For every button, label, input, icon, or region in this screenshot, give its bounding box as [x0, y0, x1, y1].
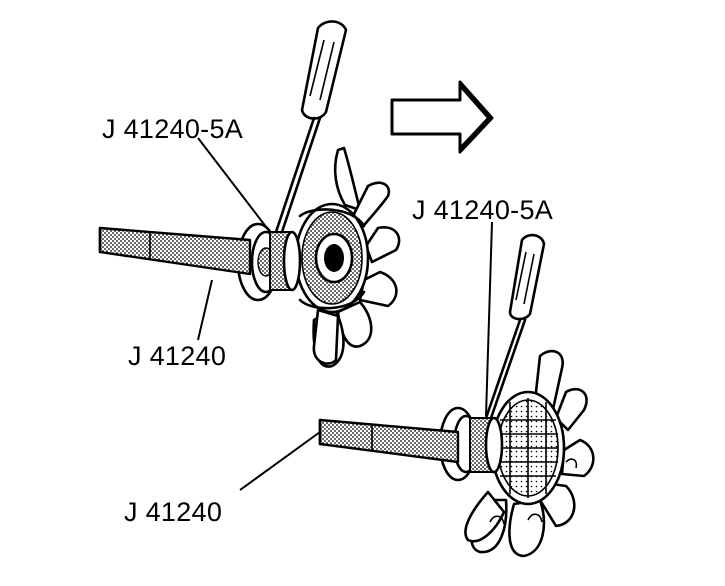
- top-assembly: [98, 20, 401, 368]
- direction-arrow-icon: [390, 80, 494, 154]
- bottom-assembly: [239, 221, 595, 558]
- label-bottom-tool: J 41240: [124, 497, 222, 527]
- bottom-clutch-hub: [490, 390, 566, 506]
- bottom-tool-leader: [239, 431, 321, 491]
- top-screwdriver: [274, 20, 348, 234]
- label-top-tool: J 41240: [128, 341, 226, 371]
- bottom-wrench-handle: [318, 418, 460, 464]
- label-bottom-adapter: J 41240-5A: [412, 195, 553, 225]
- top-adapter-leader: [197, 137, 271, 233]
- top-wrench-handle: [98, 226, 252, 276]
- top-tool-leader: [197, 279, 213, 341]
- bottom-screwdriver: [484, 233, 546, 420]
- bottom-adapter-leader: [485, 221, 493, 417]
- label-top-adapter: J 41240-5A: [102, 114, 243, 144]
- top-fan-blades: [312, 146, 401, 368]
- top-clutch-hub: [294, 202, 370, 314]
- bottom-fan-blades: [464, 349, 595, 558]
